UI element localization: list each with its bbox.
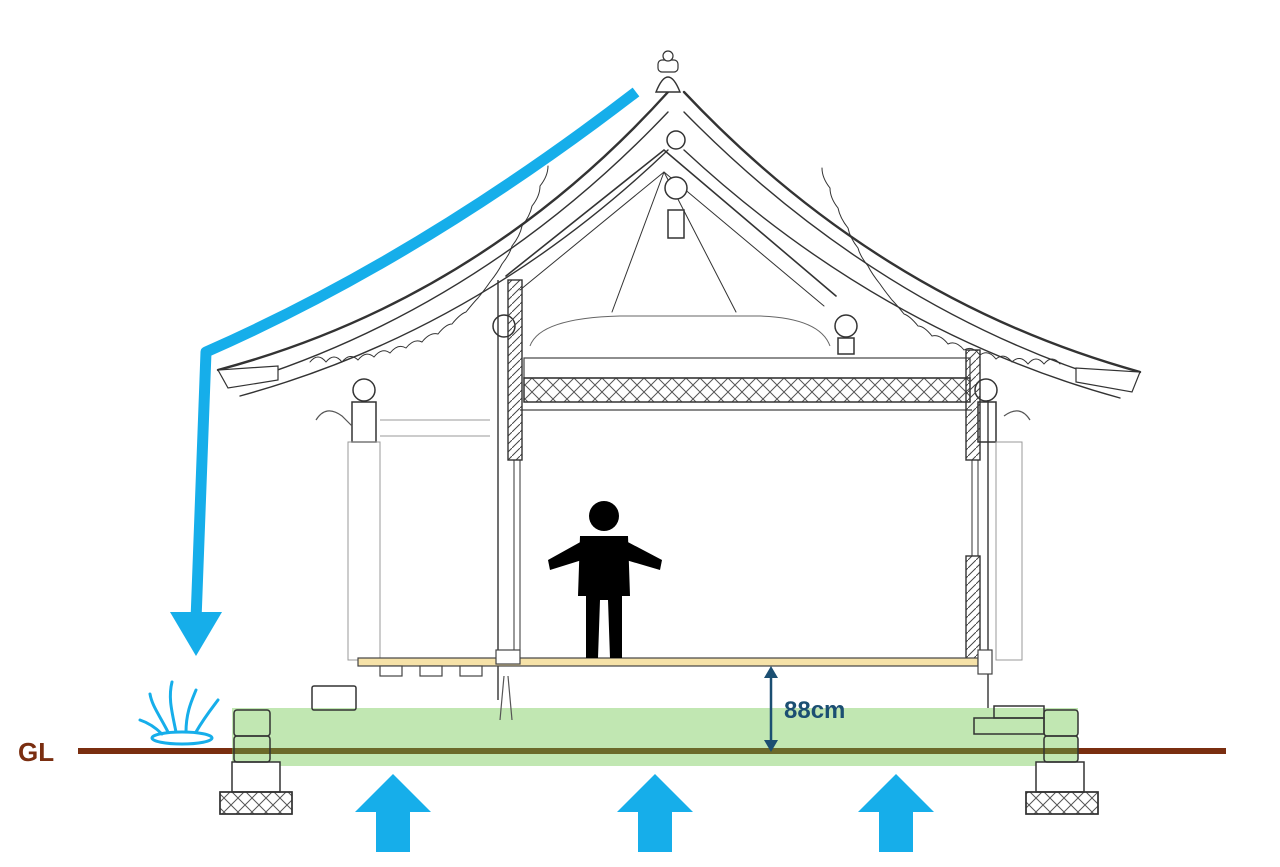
stylobate-right xyxy=(973,705,1079,763)
floor-height-dimension xyxy=(764,666,778,752)
raised-foundation-zone xyxy=(232,708,1078,766)
exterior-posts xyxy=(315,410,1031,661)
ceiling-insulation xyxy=(523,377,971,403)
interior-walls xyxy=(497,279,989,708)
upward-air-arrow-1 xyxy=(355,774,431,852)
ceiling-arch xyxy=(529,315,831,347)
water-splash-icon xyxy=(138,680,220,746)
rain-runoff-arrow xyxy=(170,87,640,656)
upward-air-arrows xyxy=(355,774,934,852)
footing-right xyxy=(1025,761,1099,815)
ceiling-beam-upper xyxy=(523,357,971,379)
upward-air-arrow-3 xyxy=(858,774,934,852)
floor-board xyxy=(357,657,979,667)
floor-height-label: 88cm xyxy=(784,697,845,724)
ground-level-label: GL xyxy=(18,737,54,767)
roof-structure xyxy=(216,50,1142,399)
stylobate-left xyxy=(233,685,357,763)
upward-air-arrow-2 xyxy=(617,774,693,852)
person-silhouette-icon xyxy=(548,501,662,658)
floor-joists xyxy=(379,649,993,721)
footing-left xyxy=(219,761,293,815)
